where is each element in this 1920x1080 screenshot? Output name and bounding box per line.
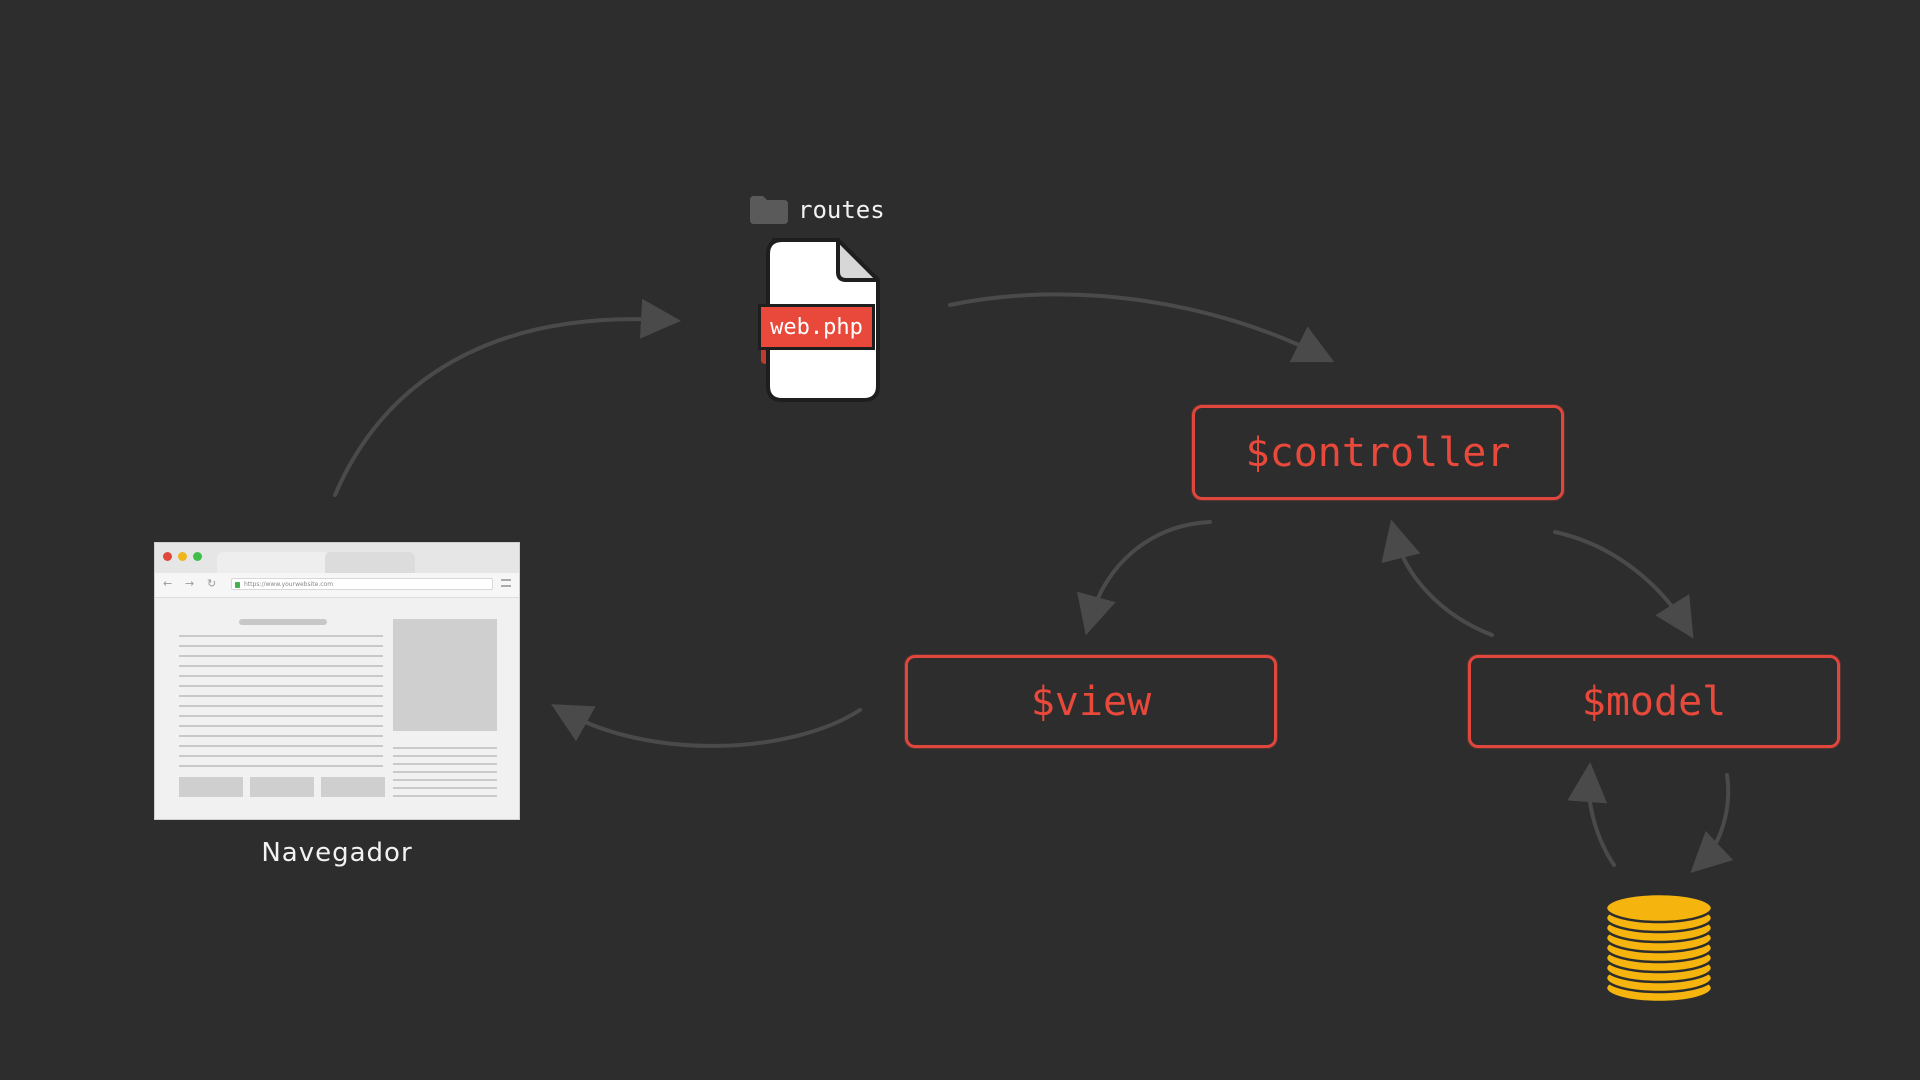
lock-icon xyxy=(235,582,240,588)
browser-tab xyxy=(217,552,329,573)
arrow-database-to-model xyxy=(1567,762,1616,867)
url-text: https://www.yourwebsite.com xyxy=(244,581,334,588)
routes-folder-label: routes xyxy=(798,196,885,224)
close-dot-icon xyxy=(163,552,172,561)
browser-window-icon: ← → ↻ https://www.yourwebsite.com xyxy=(154,542,520,820)
back-icon: ← xyxy=(163,577,173,590)
maximize-dot-icon xyxy=(193,552,202,561)
arrow-controller-to-view xyxy=(1077,520,1212,636)
browser-address-bar: ← → ↻ https://www.yourwebsite.com xyxy=(155,573,519,598)
model-box: $model xyxy=(1468,655,1840,748)
button-placeholder xyxy=(250,777,314,797)
database-coins-icon xyxy=(1604,892,1714,1004)
arrow-model-to-database xyxy=(1690,773,1734,873)
controller-box: $controller xyxy=(1192,405,1564,500)
menu-icon xyxy=(501,579,511,587)
browser-titlebar xyxy=(155,543,519,573)
arrow-routes-to-controller xyxy=(948,292,1335,363)
arrow-controller-to-model xyxy=(1553,530,1694,639)
forward-icon: → xyxy=(185,577,195,590)
file-name-tag: web.php xyxy=(758,304,875,350)
arrow-model-to-controller xyxy=(1381,519,1494,637)
image-placeholder xyxy=(393,619,497,731)
reload-icon: ↻ xyxy=(207,577,217,590)
arrow-browser-to-routes xyxy=(333,298,681,497)
page-heading-placeholder xyxy=(239,619,327,625)
browser-tab xyxy=(325,552,415,573)
button-placeholder xyxy=(321,777,385,797)
view-box: $view xyxy=(905,655,1277,748)
minimize-dot-icon xyxy=(178,552,187,561)
arrow-view-to-browser xyxy=(551,704,862,748)
folder-icon xyxy=(750,196,788,224)
url-field: https://www.yourwebsite.com xyxy=(231,578,493,590)
button-placeholder xyxy=(179,777,243,797)
routes-folder: routes xyxy=(750,196,885,224)
browser-label: Navegador xyxy=(261,838,413,868)
